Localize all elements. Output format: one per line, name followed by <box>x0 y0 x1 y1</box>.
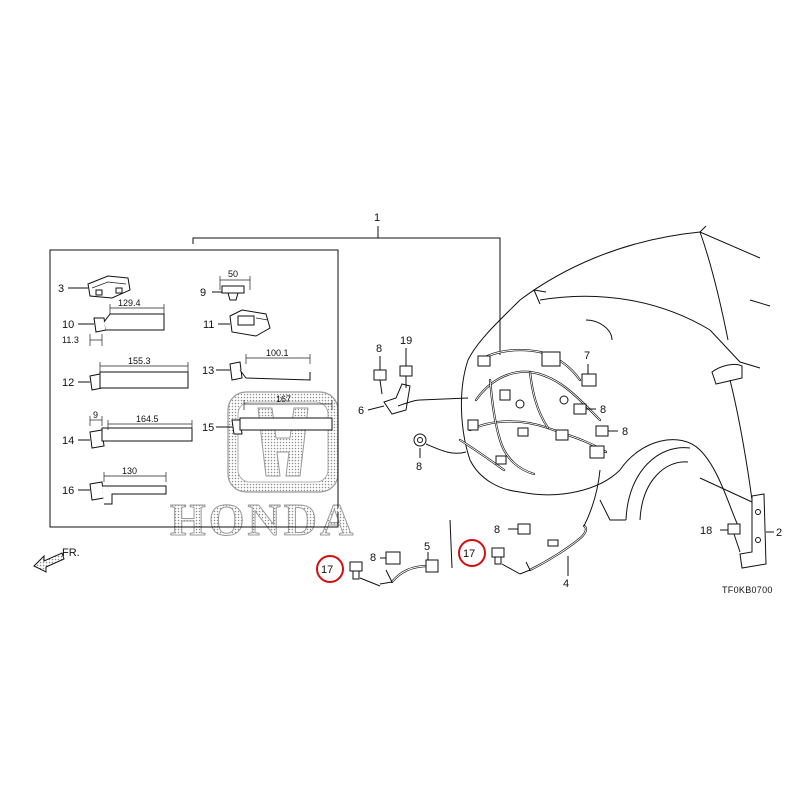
part-19-bolt: 19 <box>399 335 413 388</box>
part-18-bolt: 18 <box>700 523 741 553</box>
callout-10: 10 <box>62 319 74 331</box>
honda-watermark-logo: HONDA <box>170 391 356 546</box>
part-14-band: 14 9 164.5 <box>62 410 193 449</box>
callout-16: 16 <box>62 485 74 497</box>
callout-13: 13 <box>202 365 214 377</box>
callout-17-b: 17 <box>463 548 475 560</box>
dim-15: 167 <box>276 394 291 404</box>
part-11-relay: 11 <box>203 309 271 337</box>
part-8-bolt-c: 8 <box>573 403 606 416</box>
dim-14-length: 164.5 <box>136 414 159 424</box>
callout-8-a: 8 <box>376 343 382 355</box>
callout-2: 2 <box>776 527 782 539</box>
callout-7: 7 <box>584 350 590 362</box>
part-17-bolt-b: 17 <box>458 539 521 575</box>
callout-11: 11 <box>203 319 214 331</box>
dim-9: 50 <box>228 269 238 279</box>
callout-15: 15 <box>202 422 214 434</box>
honda-wordmark: HONDA <box>170 494 356 545</box>
callout-9: 9 <box>200 287 206 299</box>
part-2-bracket: 2 <box>699 477 782 569</box>
callout-4: 4 <box>563 578 569 590</box>
part-7-bolt: 7 <box>581 350 597 387</box>
part-5-ground-cable: 5 8 <box>370 519 453 585</box>
part-17-bolt-a: 17 <box>316 555 381 587</box>
part-4-ground-cable: 4 8 <box>494 469 601 590</box>
diagram-code: TF0KB0700 <box>722 585 773 595</box>
callout-19: 19 <box>400 335 412 347</box>
callout-18: 18 <box>700 525 712 537</box>
part-10-band-clip: 10 129.4 11.3 <box>62 298 165 346</box>
callout-8-f: 8 <box>494 524 500 536</box>
part-8-bolt-d: 8 <box>595 425 628 438</box>
part-9-clip: 9 50 <box>200 269 251 301</box>
highlight-circle-17-a <box>316 555 344 583</box>
callout-8-d: 8 <box>622 426 628 438</box>
callout-3: 3 <box>58 283 64 295</box>
part-15-band: 15 167 <box>202 394 333 435</box>
callout-6: 6 <box>358 405 364 417</box>
part-3-junction-box: 3 <box>58 275 131 299</box>
part-6-bracket: 6 <box>358 383 421 417</box>
dim-10-offset: 11.3 <box>62 335 79 345</box>
dim-14-offset: 9 <box>93 410 98 420</box>
dim-16: 130 <box>122 466 137 476</box>
front-direction-label: FR. <box>62 547 80 559</box>
callout-14: 14 <box>62 435 74 447</box>
dim-10-length: 129.4 <box>118 298 141 308</box>
highlight-circle-17-b <box>458 539 486 567</box>
callout-8-b: 8 <box>416 461 422 473</box>
part-8-bolt-a: 8 <box>373 343 387 395</box>
dim-13: 100.1 <box>266 348 289 358</box>
part-1-bracket: 1 <box>192 212 501 355</box>
callout-8-e: 8 <box>370 552 376 564</box>
engine-harness <box>419 349 608 476</box>
front-direction-arrow: FR. <box>33 547 80 573</box>
vehicle-outline <box>460 225 771 531</box>
callout-17-a: 17 <box>321 564 333 576</box>
callout-5: 5 <box>424 541 430 553</box>
dim-12: 155.3 <box>128 356 151 366</box>
part-8-bolt-b: 8 <box>413 433 467 473</box>
callout-1: 1 <box>374 212 380 224</box>
part-16-clip: 16 130 <box>62 466 167 505</box>
kit-frame <box>49 249 339 528</box>
part-12-band: 12 155.3 <box>62 356 189 391</box>
part-13-band: 13 100.1 <box>202 348 311 381</box>
callout-12: 12 <box>62 377 74 389</box>
callout-8-c: 8 <box>600 404 606 416</box>
